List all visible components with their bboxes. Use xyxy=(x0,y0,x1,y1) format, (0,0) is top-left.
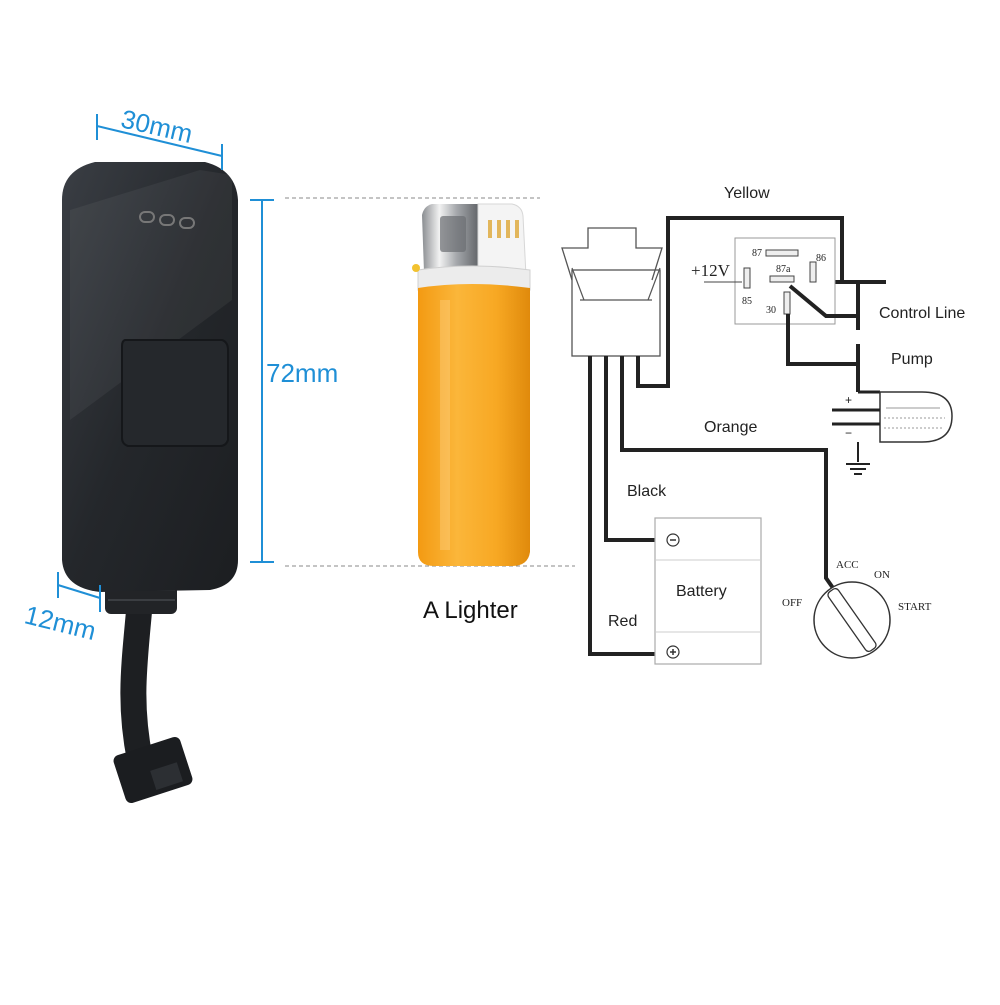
led-indicator-3 xyxy=(179,217,195,229)
width-label: 30mm xyxy=(118,103,195,148)
device-cable xyxy=(120,598,153,763)
ignition-on-label: ON xyxy=(874,569,890,581)
pump-plus-label: + xyxy=(845,393,852,407)
wire-harness-connector xyxy=(561,227,663,357)
red-wire-label: Red xyxy=(608,613,637,630)
pin-87-label: 87 xyxy=(752,248,762,259)
gps-tracker-device xyxy=(62,162,238,804)
relay-switch-wire xyxy=(788,284,858,318)
pump-label: Pump xyxy=(891,351,933,368)
black-wire xyxy=(604,356,662,542)
lighter-body xyxy=(418,284,530,566)
battery-label: Battery xyxy=(676,583,727,600)
relay-pin-85 xyxy=(743,267,751,289)
black-wire-label: Black xyxy=(627,483,667,500)
relay-supply-label: +12V xyxy=(691,261,731,280)
relay-pin-30 xyxy=(783,291,791,315)
relay-pin-87a xyxy=(769,275,795,283)
dimension-height: 72mm xyxy=(250,199,338,563)
yellow-wire-label: Yellow xyxy=(724,185,770,202)
pump-wire xyxy=(786,314,860,392)
depth-label: 12mm xyxy=(22,600,99,647)
red-wire xyxy=(588,356,662,656)
ignition-switch: OFF ACC ON START xyxy=(782,559,932,659)
pin-30-label: 30 xyxy=(766,305,776,316)
led-indicator-2 xyxy=(159,214,175,226)
orange-wire xyxy=(620,356,842,600)
ignition-off-label: OFF xyxy=(782,597,802,609)
pump-body xyxy=(879,391,953,443)
dimension-width: 30mm xyxy=(96,103,223,170)
ground-symbol xyxy=(846,463,870,475)
pin-87a-label: 87a xyxy=(776,264,791,275)
fuel-pump-symbol: + − xyxy=(832,390,953,462)
ignition-dial xyxy=(813,581,891,659)
wiring-diagram: Yellow Orange Black Red +12V 87 86 87a 8… xyxy=(561,185,965,665)
battery: Battery xyxy=(654,517,762,665)
ignition-start-label: START xyxy=(898,601,932,613)
relay-pin-86 xyxy=(809,261,817,283)
lighter-white-top xyxy=(477,203,527,277)
relay-pin-87 xyxy=(765,249,799,257)
pump-minus-label: − xyxy=(845,426,852,440)
ignition-key-slot xyxy=(827,587,877,653)
lighter-image xyxy=(412,203,531,566)
control-line-label: Control Line xyxy=(879,305,965,322)
sim-cover-panel xyxy=(121,339,229,447)
orange-wire-label: Orange xyxy=(704,419,757,436)
connector-tip xyxy=(150,762,183,790)
pin-86-label: 86 xyxy=(816,253,826,264)
led-indicator-1 xyxy=(139,211,155,223)
lighter-caption: A Lighter xyxy=(423,597,518,624)
relay: +12V 87 86 87a 85 30 xyxy=(691,237,836,325)
control-line-top xyxy=(838,280,860,300)
pin-85-label: 85 xyxy=(742,296,752,307)
height-label: 72mm xyxy=(266,358,338,388)
ignition-acc-label: ACC xyxy=(836,559,859,571)
